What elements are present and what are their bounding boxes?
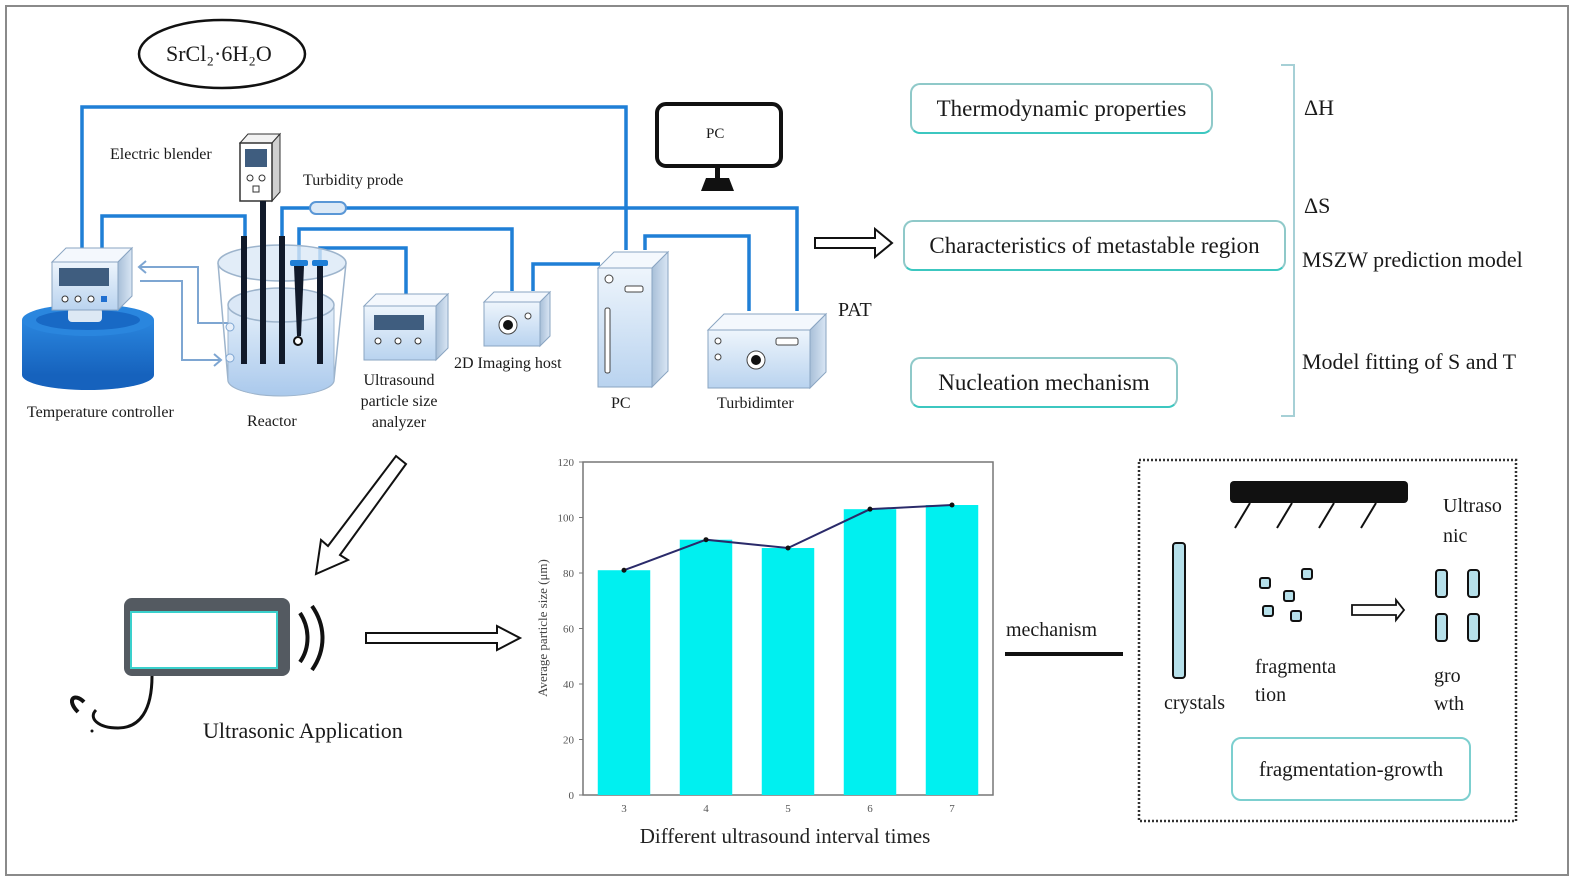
chart-x-tick-label: 3 xyxy=(621,803,627,815)
pc-monitor-label: PC xyxy=(706,126,725,142)
temperature-controller-label: Temperature controller xyxy=(27,404,174,421)
chart-point-7 xyxy=(949,502,955,508)
ultrasound-analyzer-label-line2: particle size xyxy=(360,393,438,410)
mechanism-crystals-label: crystals xyxy=(1164,692,1226,714)
formula-ellipse xyxy=(137,18,307,90)
chart-point-4 xyxy=(703,537,709,543)
ultrasound-analyzer xyxy=(362,292,450,362)
chart-x-tick-label: 6 xyxy=(867,803,873,815)
turbidimeter xyxy=(706,312,828,390)
mechanism-fragmentation-line1: fragmenta xyxy=(1255,656,1337,678)
temperature-controller xyxy=(22,246,154,390)
result-model-fitting: Model fitting of S and T xyxy=(1302,349,1517,374)
chart-bar-6 xyxy=(843,509,897,795)
arrow-to-ultrasonic xyxy=(314,454,408,576)
pc-tower-label: PC xyxy=(611,395,631,412)
arrow-to-analysis xyxy=(814,226,894,260)
mechanism-ultrasonic-label: Ultraso nic xyxy=(1443,491,1502,551)
fragmentation-growth-box: fragmentation-growth xyxy=(1231,737,1471,801)
chart-point-6 xyxy=(867,506,873,512)
formula-label: SrCl₂·6H₂O xyxy=(166,41,272,66)
arrow-to-chart xyxy=(365,624,523,652)
chart-point-5 xyxy=(785,545,791,551)
turbidity-cable-connector xyxy=(309,201,347,215)
reactor xyxy=(217,201,347,397)
chart-y-tick-label: 100 xyxy=(558,513,575,525)
chart-x-tick-label: 5 xyxy=(785,803,791,815)
pat-label: PAT xyxy=(838,299,872,321)
analysis-bracket xyxy=(1281,64,1295,417)
chart-bar-7 xyxy=(925,505,979,795)
mechanism-growth-line1: gro xyxy=(1434,665,1461,687)
ultrasonic-device-icon xyxy=(70,598,325,733)
analysis-box-metastable: Characteristics of metastable region xyxy=(903,220,1286,271)
chart-y-tick-label: 40 xyxy=(563,679,575,691)
result-delta-h: ΔH xyxy=(1304,95,1335,120)
electric-blender-label: Electric blender xyxy=(110,146,212,163)
mechanism-ultrasonic-line1: Ultraso xyxy=(1443,495,1502,517)
mechanism-label: mechanism xyxy=(1006,619,1098,641)
ultrasound-analyzer-label-line1: Ultrasound xyxy=(363,372,435,389)
mechanism-growth-line2: wth xyxy=(1434,693,1464,715)
imaging-host xyxy=(482,290,552,348)
turbidimeter-label: Turbidimter xyxy=(717,395,794,412)
mechanism-growth-label: gro wth xyxy=(1434,662,1464,718)
figure-frame xyxy=(5,5,1569,876)
mechanism-link-line xyxy=(1005,652,1123,656)
pc-monitor-icon xyxy=(655,102,783,191)
chart-x-tick-label: 7 xyxy=(949,803,955,815)
reactor-label: Reactor xyxy=(247,413,297,430)
result-mszw-model: MSZW prediction model xyxy=(1302,247,1523,272)
ultrasonic-application-label: Ultrasonic Application xyxy=(203,718,403,743)
mechanism-fragmentation-line2: tion xyxy=(1255,684,1287,706)
chart-y-axis-label: Average particle size (μm) xyxy=(535,559,550,697)
circulation-arrows xyxy=(137,260,228,367)
chart-point-3 xyxy=(621,567,627,573)
analysis-box-thermodynamic: Thermodynamic properties xyxy=(910,83,1213,134)
chart-y-tick-label: 60 xyxy=(563,624,575,636)
ultrasound-analyzer-label-line3: analyzer xyxy=(371,414,427,431)
chart-y-tick-label: 20 xyxy=(563,735,575,747)
ultrasound-analyzer-label: Ultrasound particle size analyzer xyxy=(356,370,442,433)
chart-bar-3 xyxy=(597,570,651,795)
analysis-box-nucleation: Nucleation mechanism xyxy=(910,357,1178,408)
imaging-host-label: 2D Imaging host xyxy=(454,355,562,372)
electric-blender xyxy=(238,132,282,203)
result-delta-s: ΔS xyxy=(1304,193,1331,218)
chart-bar-4 xyxy=(679,539,733,795)
mechanism-ultrasonic-line2: nic xyxy=(1443,525,1468,547)
chart-bar-5 xyxy=(761,548,815,795)
mechanism-panel xyxy=(1137,458,1518,823)
particle-size-chart: 0 20 40 60 80 100 120 3 4 5 6 7 Average particle s… xyxy=(535,457,994,848)
chart-y-tick-label: 0 xyxy=(569,790,575,802)
mechanism-fragmentation-label: fragmenta tion xyxy=(1255,653,1336,709)
chart-y-tick-label: 120 xyxy=(558,457,575,469)
chart-x-axis-label: Different ultrasound interval times xyxy=(640,824,931,848)
pc-tower xyxy=(596,250,670,389)
turbidity-probe-label: Turbidity prode xyxy=(303,172,404,189)
chart-x-tick-label: 4 xyxy=(703,803,709,815)
chart-y-tick-label: 80 xyxy=(563,568,575,580)
